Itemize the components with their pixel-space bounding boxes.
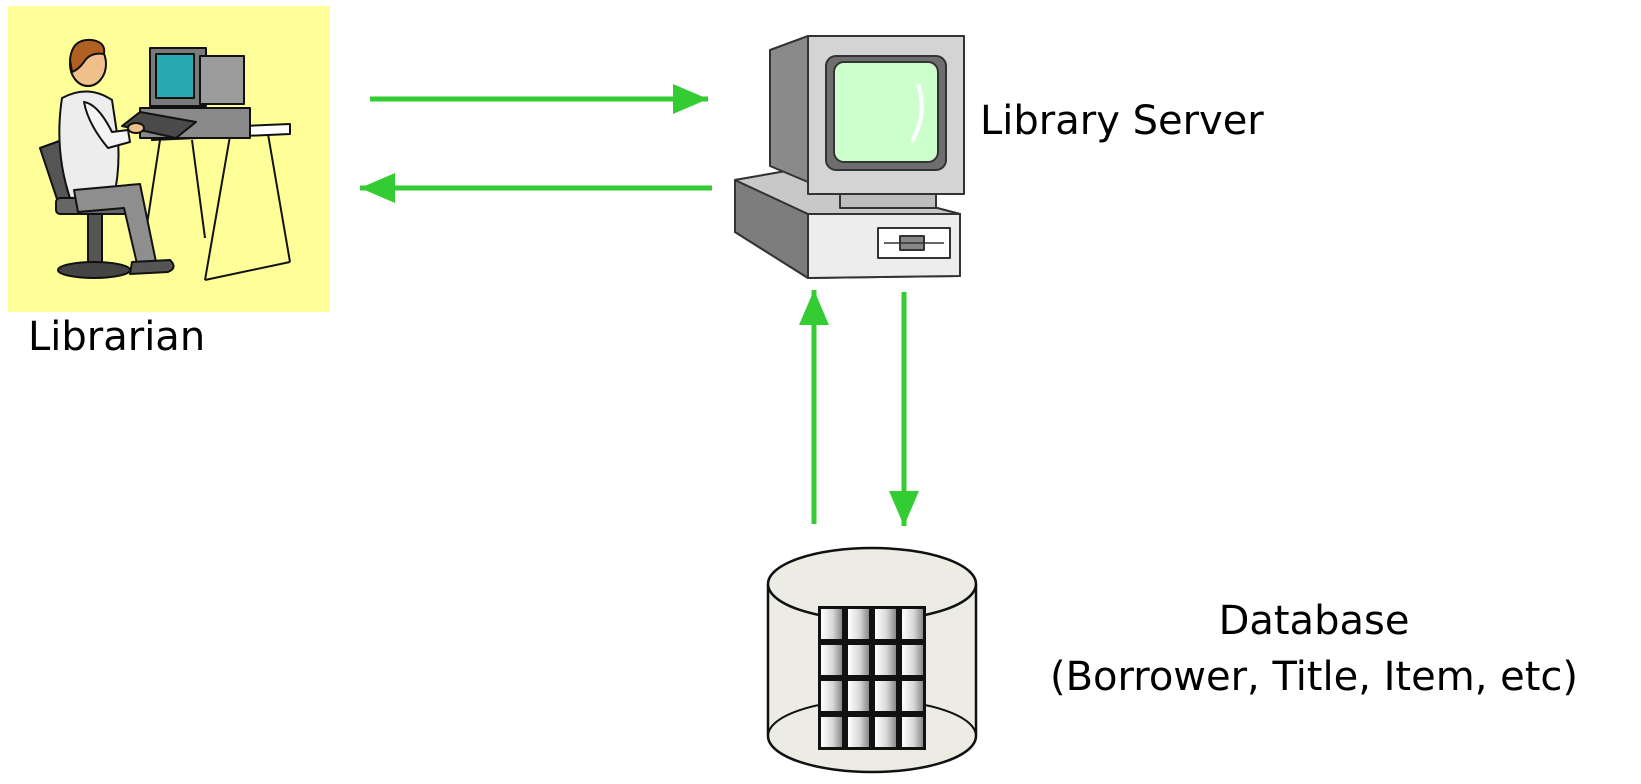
database-record-cell bbox=[875, 645, 896, 675]
server-label: Library Server bbox=[980, 98, 1264, 144]
database-record-grid bbox=[818, 606, 926, 750]
database-record-cell bbox=[821, 609, 842, 639]
database-record-cell bbox=[821, 717, 842, 747]
database-record-cell bbox=[821, 645, 842, 675]
database-record-cell bbox=[848, 681, 869, 711]
librarian-label: Librarian bbox=[28, 314, 205, 360]
database-record-cell bbox=[902, 681, 923, 711]
database-label-line2: (Borrower, Title, Item, etc) bbox=[1050, 654, 1578, 700]
database-record-cell bbox=[875, 717, 896, 747]
database-record-cell bbox=[875, 681, 896, 711]
database-record-cell bbox=[875, 609, 896, 639]
database-record-cell bbox=[902, 609, 923, 639]
database-record-cell bbox=[848, 645, 869, 675]
database-record-cell bbox=[821, 681, 842, 711]
database-record-cell bbox=[902, 717, 923, 747]
server-node: Library Server bbox=[734, 35, 1264, 279]
computer-icon bbox=[734, 35, 965, 279]
librarian-node: Librarian bbox=[8, 6, 330, 360]
database-node: Database (Borrower, Title, Item, etc) bbox=[766, 546, 1578, 774]
database-record-cell bbox=[848, 717, 869, 747]
database-label-line1: Database bbox=[1219, 598, 1410, 644]
database-record-cell bbox=[902, 645, 923, 675]
connectors bbox=[360, 84, 919, 526]
librarian-icon bbox=[39, 38, 291, 281]
database-record-cell bbox=[848, 609, 869, 639]
